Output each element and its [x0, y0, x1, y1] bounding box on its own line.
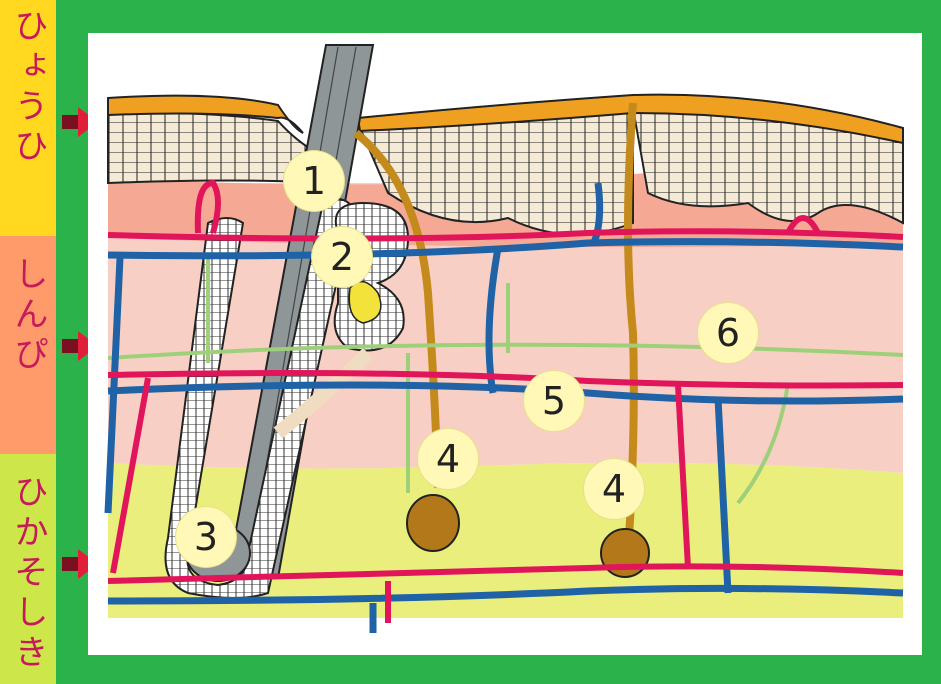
sweat-gland-left [407, 495, 459, 551]
marker-2: 2 [312, 227, 372, 287]
epidermis-label: ひょうひ [6, 8, 50, 233]
marker-3: 3 [176, 507, 236, 567]
marker-6: 6 [698, 303, 758, 363]
skin-diagram-card: 1 2 3 4 5 4 6 [88, 33, 922, 655]
subcutis-label: ひかそしき [6, 474, 50, 684]
layer-sidebar: ひょうひ しんぴ ひかそしき [0, 0, 58, 684]
dermis-label: しんぴ [6, 256, 50, 451]
marker-4-left: 4 [418, 429, 478, 489]
marker-1: 1 [284, 151, 344, 211]
marker-4-right: 4 [584, 459, 644, 519]
marker-5: 5 [524, 371, 584, 431]
